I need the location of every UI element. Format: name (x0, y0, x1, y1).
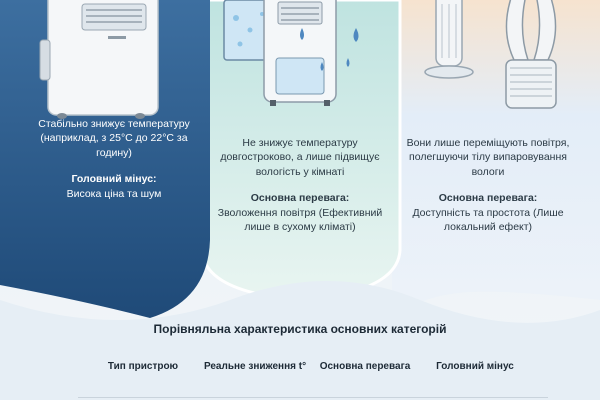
cooler-advantage-heading: Основна перевага: (250, 192, 350, 205)
comparison-title: Порівняльна характеристика основних кате… (153, 322, 447, 336)
tower-fan-icon (424, 0, 474, 79)
cooler-description: Не знижує температуру довгостроково, а л… (212, 136, 388, 235)
evaporative-cooler-icon (223, 0, 359, 106)
portable-air-conditioner-icon (39, 0, 159, 119)
fan-description: Вони лише переміщують повітря, полегшуюч… (403, 136, 573, 235)
table-divider (78, 397, 548, 398)
fan-advantage-heading: Основна перевага: (438, 192, 538, 205)
decorative-wave (0, 281, 600, 400)
header-main-minus: Головний мінус (436, 361, 514, 372)
fan-advantage-text: Доступність та простота (Лише локальний … (412, 206, 564, 234)
bladeless-fan-icon (505, 0, 557, 109)
cooler-advantage-text: Зволоження повітря (Ефективний лише в су… (217, 206, 383, 234)
conditioner-desc-text: Стабільно знижує температуру (наприклад,… (38, 118, 190, 159)
fan-desc-text: Вони лише переміщують повітря, полегшуюч… (406, 137, 570, 178)
header-temp-reduction: Реальне зниження t° (203, 361, 307, 372)
header-main-advantage: Основна перевага (319, 361, 411, 372)
conditioner-minus-heading: Головний мінус: (71, 173, 157, 186)
cooler-desc-text: Не знижує температуру довгостроково, а л… (220, 137, 380, 178)
conditioner-description: Стабільно знижує температуру (наприклад,… (28, 117, 200, 201)
header-device-type: Тип пристрою (107, 361, 179, 372)
conditioner-minus-text: Висока ціна та шум (66, 187, 162, 200)
